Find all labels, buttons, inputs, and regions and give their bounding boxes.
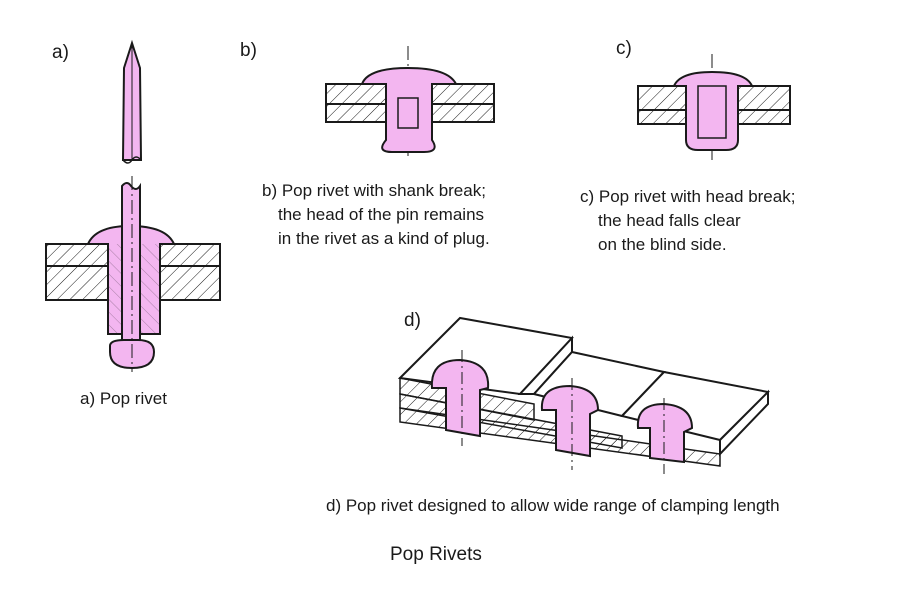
mandrel-bottom bbox=[121, 182, 141, 343]
panel-d-drawing bbox=[397, 316, 771, 474]
caption-c-line-2: the head falls clear bbox=[598, 211, 741, 230]
plate-a-right-bottom bbox=[159, 265, 221, 301]
plate-c-right-top bbox=[737, 85, 791, 111]
panel-a-drawing bbox=[45, 39, 221, 372]
plate-a-left-bottom bbox=[45, 265, 109, 301]
plate-c-left-bottom bbox=[637, 109, 687, 125]
caption-a: a) Pop rivet bbox=[80, 389, 167, 408]
plate-c-left-top bbox=[637, 85, 687, 111]
caption-d: d) Pop rivet designed to allow wide rang… bbox=[326, 496, 780, 515]
plate-a-left-top bbox=[45, 243, 109, 267]
panel-c-letter: c) bbox=[616, 38, 632, 59]
rivet-d2 bbox=[540, 384, 600, 458]
panel-c-drawing bbox=[637, 54, 791, 160]
caption-b-line-2: the head of the pin remains bbox=[278, 205, 485, 224]
plate-c-right-bottom bbox=[737, 109, 791, 125]
panel-b-letter: b) bbox=[240, 40, 257, 61]
plate-b-right-top bbox=[431, 83, 495, 105]
caption-c-line-1: c) Pop rivet with head break; bbox=[580, 187, 796, 206]
panel-a-letter: a) bbox=[52, 42, 69, 63]
caption-b-line-3: in the rivet as a kind of plug. bbox=[278, 229, 490, 248]
page-title: Pop Rivets bbox=[390, 544, 482, 565]
rivet-d3 bbox=[636, 402, 694, 464]
plate-a-right-top bbox=[159, 243, 221, 267]
panel-b-drawing bbox=[325, 46, 495, 160]
plate-b-right-bottom bbox=[431, 103, 495, 123]
caption-b-line-1: b) Pop rivet with shank break; bbox=[262, 181, 486, 200]
plate-b-left-top bbox=[325, 83, 387, 105]
plate-b-left-bottom bbox=[325, 103, 387, 123]
caption-c-line-3: on the blind side. bbox=[598, 235, 727, 254]
rivet-d1 bbox=[430, 358, 490, 438]
panel-d-letter: d) bbox=[404, 310, 421, 331]
